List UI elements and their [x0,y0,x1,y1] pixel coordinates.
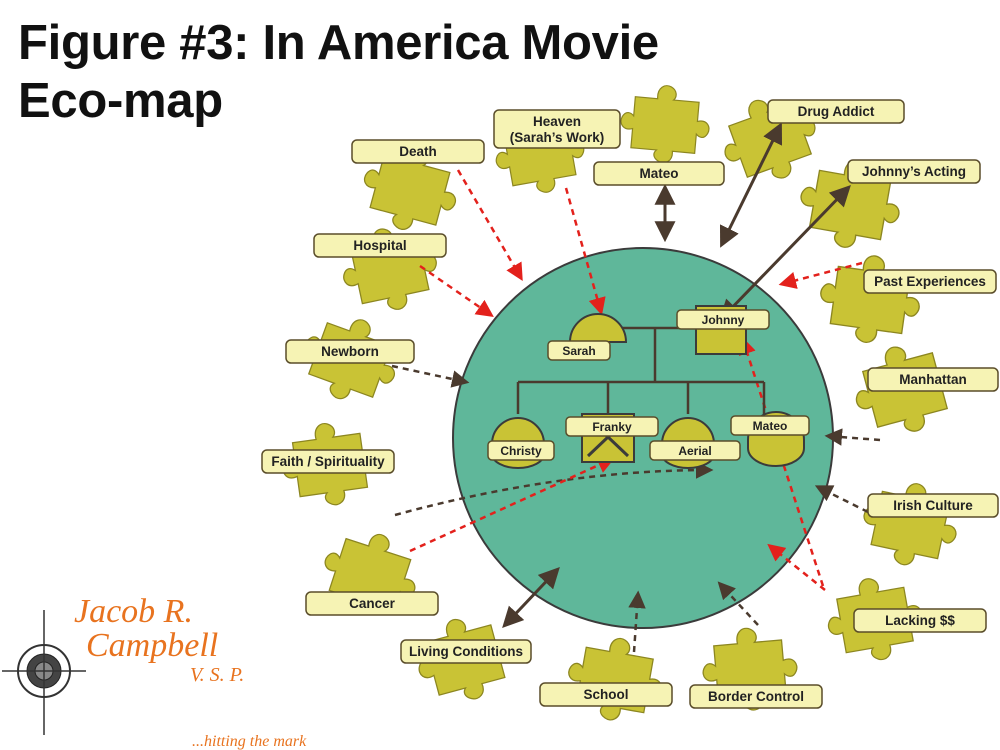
label-drug-addict: Drug Addict [767,99,905,124]
death-label: Death [399,144,437,159]
hospital-label: Hospital [353,238,406,253]
mateo-inner-label: Mateo [753,419,788,433]
faith-label: Faith / Spirituality [271,454,385,469]
inner-label-sarah: Sarah [547,340,611,361]
cancer-label: Cancer [349,596,396,611]
label-school: School [539,682,673,707]
johnny-label: Johnny [702,313,745,327]
label-newborn: Newborn [285,339,415,364]
label-hospital: Hospital [313,233,447,258]
heaven-label: Heaven [533,114,581,129]
mateo-label: Mateo [639,166,678,181]
label-faith: Faith / Spirituality [261,449,395,474]
title-line-1: Figure #3: In America Movie [18,16,659,70]
logo-tagline: ...hitting the mark [192,733,307,750]
label-past-experiences: Past Experiences [863,269,997,294]
page-title: Figure #3: In America Movie Eco-map [18,14,659,130]
christy-label: Christy [500,444,542,458]
system-labels: Death Heaven (Sarah’s Work) Mateo Drug A… [261,99,999,709]
border-control-label: Border Control [708,689,804,704]
past-experiences-label: Past Experiences [874,274,986,289]
title-line-2: Eco-map [18,74,223,128]
inner-label-aerial: Aerial [649,440,741,461]
label-lacking-money: Lacking $$ [853,608,987,633]
school-label: School [583,687,628,702]
franky-label: Franky [592,420,632,434]
crosshair-icon [2,610,86,735]
label-living-conditions: Living Conditions [400,639,532,664]
newborn-label: Newborn [321,344,379,359]
heaven-sublabel: (Sarah’s Work) [510,130,605,145]
lacking-money-label: Lacking $$ [885,613,955,628]
living-conditions-label: Living Conditions [409,644,523,659]
inner-label-mateo: Mateo [730,415,810,436]
drug-addict-label: Drug Addict [798,104,875,119]
johnnys-acting-label: Johnny’s Acting [862,164,966,179]
label-cancer: Cancer [305,591,439,616]
irish-culture-label: Irish Culture [893,498,973,513]
label-manhattan: Manhattan [867,367,999,392]
inner-label-johnny: Johnny [676,309,770,330]
sarah-label: Sarah [562,344,595,358]
genogram: Sarah Johnny Christy Franky Aerial Mateo [487,305,810,469]
label-irish-culture: Irish Culture [867,493,999,518]
label-johnnys-acting: Johnny’s Acting [847,159,981,184]
inner-label-christy: Christy [487,440,555,461]
label-heaven: Heaven (Sarah’s Work) [493,109,621,149]
inner-label-franky: Franky [565,416,659,437]
manhattan-label: Manhattan [899,372,967,387]
logo-line-1: Jacob R. [74,593,193,630]
logo-line-2: Campbell [86,627,218,664]
logo: Jacob R. Campbell V. S. P. ...hitting th… [2,593,307,750]
logo-line-3: V. S. P. [190,664,244,686]
aerial-label: Aerial [678,444,711,458]
label-death: Death [351,139,485,164]
label-mateo: Mateo [593,161,725,186]
label-border-control: Border Control [689,684,823,709]
sarah-symbol [568,313,628,343]
connection-lines [391,122,881,653]
